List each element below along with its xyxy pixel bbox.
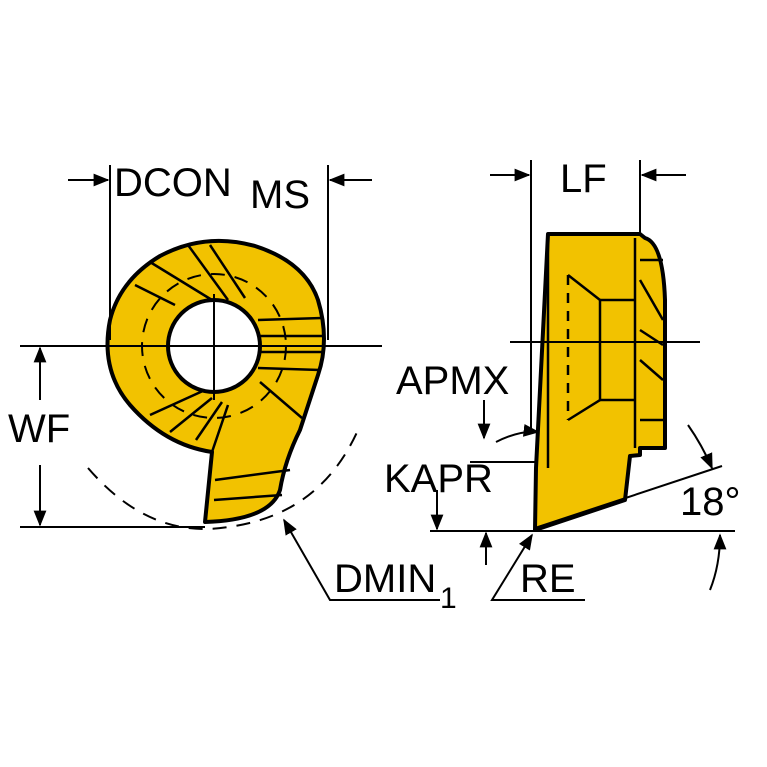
front-detail-lines — [134, 244, 323, 502]
label-angle: 18° — [680, 480, 741, 524]
label-wf: WF — [8, 407, 70, 451]
label-kapr: KAPR — [384, 457, 493, 501]
dimension-labels: DCON MS LF WF APMX KAPR 18° DMIN 1 RE — [8, 157, 741, 615]
angle-arc-lower — [709, 533, 727, 591]
label-dmin: DMIN — [334, 557, 436, 601]
label-dmin-sub: 1 — [440, 582, 457, 615]
label-re: RE — [520, 557, 576, 601]
apmx-arc — [495, 424, 540, 443]
dmin-dashed-arc — [87, 429, 359, 530]
re-leader — [490, 533, 585, 601]
label-apmx: APMX — [396, 359, 509, 403]
label-dcon: DCON — [114, 161, 232, 205]
front-view — [20, 165, 440, 601]
label-dcon-sub: MS — [250, 173, 310, 217]
label-lf: LF — [560, 157, 607, 201]
angle-line — [534, 465, 723, 529]
angle-arc-upper — [687, 424, 713, 470]
dmin-leader — [283, 518, 440, 601]
side-view — [430, 160, 735, 601]
